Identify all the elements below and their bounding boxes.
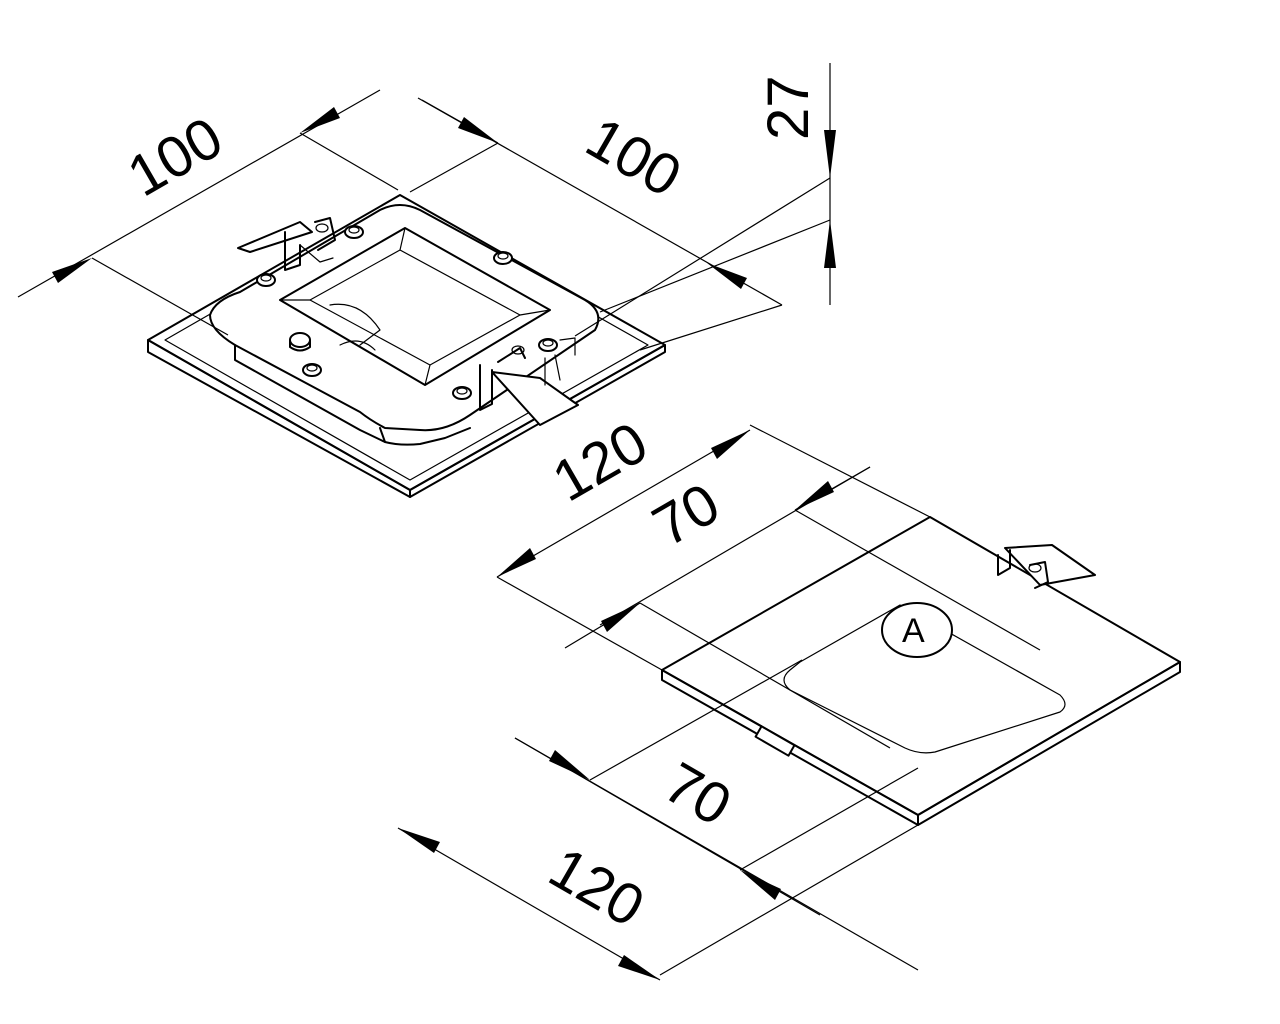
knob	[289, 332, 311, 352]
dim-label-cutout-inner-top: 70	[642, 471, 730, 560]
screw-4	[302, 363, 322, 377]
dimension-cutout-outer-top	[496, 429, 751, 578]
dimension-luminaire-width	[17, 89, 381, 298]
screw-1	[344, 225, 364, 239]
dim-label-cutout-outer-bottom: 120	[539, 835, 655, 940]
ceiling-panel: A	[661, 516, 1181, 826]
panel-clip	[997, 544, 1096, 589]
callout-a: A	[881, 602, 953, 658]
dim-label-cutout-outer-top: 120	[542, 410, 658, 515]
dimension-luminaire-depth	[417, 97, 783, 306]
dim-label-luminaire-height: 27	[756, 75, 821, 140]
dimension-cutout-inner-top	[599, 466, 871, 632]
spring-clip-front	[479, 345, 579, 426]
screw-3	[256, 273, 276, 287]
spring-clip-back	[237, 217, 336, 271]
screw-6	[538, 338, 558, 352]
dim-label-luminaire-depth: 100	[576, 105, 692, 210]
dim-label-luminaire-width: 100	[117, 105, 233, 210]
callout-a-label: A	[902, 612, 925, 650]
luminaire-body	[147, 194, 666, 498]
dimension-luminaire-height	[824, 130, 836, 268]
dimension-cutout-outer-bottom	[397, 827, 661, 981]
screw-5	[452, 386, 472, 400]
dimension-cutout-inner-bottom	[514, 737, 821, 916]
screw-2	[493, 251, 513, 265]
